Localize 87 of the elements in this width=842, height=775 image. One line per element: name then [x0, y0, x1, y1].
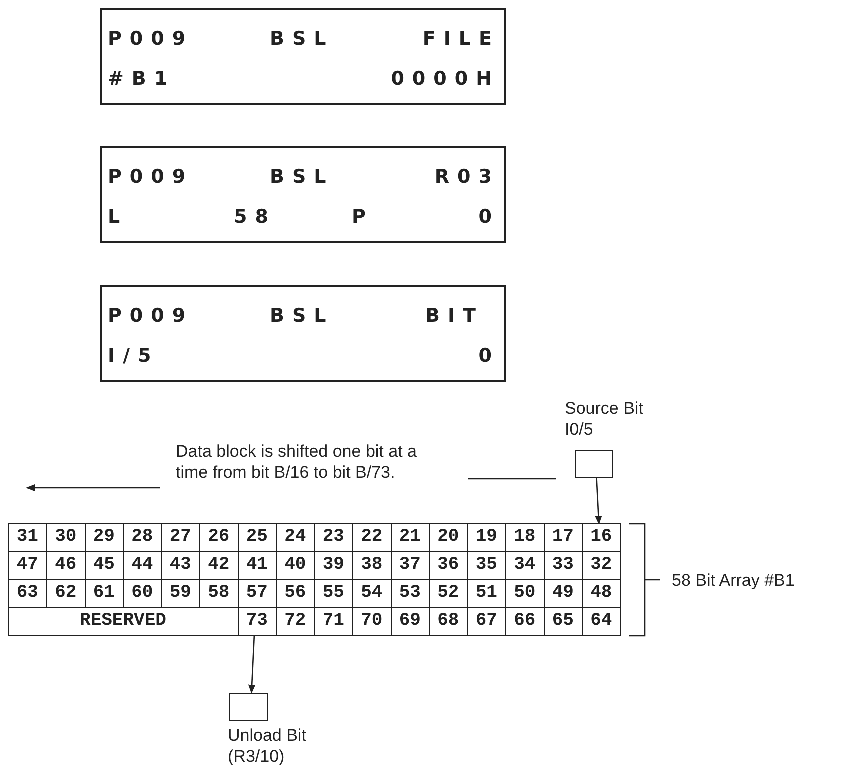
grid-cell: 53	[392, 580, 430, 608]
display-text: BSL	[270, 305, 334, 327]
grid-cell: 23	[315, 524, 354, 552]
grid-cell: 44	[124, 552, 162, 580]
display-text: BIT	[425, 305, 484, 327]
grid-cell: 57	[238, 580, 277, 608]
display-text: BSL	[270, 28, 334, 50]
node-caption: Source Bit I0/5	[565, 398, 644, 440]
grid-cell: 31	[9, 524, 48, 552]
grid-cell: 42	[200, 552, 238, 580]
grid-cell: 52	[430, 580, 468, 608]
display-text: P009	[108, 166, 194, 188]
grid-cell: 69	[392, 608, 430, 636]
grid-cell: 25	[238, 524, 277, 552]
display-text: 0	[478, 345, 500, 367]
bit-box	[575, 450, 613, 478]
grid-cell: 60	[124, 580, 162, 608]
grid-cell: 21	[392, 524, 430, 552]
grid-cell: 54	[353, 580, 392, 608]
grid-cell: 39	[315, 552, 354, 580]
grid-cell: 32	[582, 552, 621, 580]
grid-cell: 51	[468, 580, 506, 608]
grid-cell: 27	[162, 524, 200, 552]
grid-cell: 49	[544, 580, 583, 608]
display-text: L	[108, 206, 128, 228]
grid-cell: 28	[124, 524, 162, 552]
grid-cell: 35	[468, 552, 506, 580]
display-text: #B1	[108, 68, 176, 90]
grid-cell: 48	[582, 580, 621, 608]
display-text: I/5	[108, 345, 160, 367]
grid-cell: 71	[315, 608, 354, 636]
display-text: 58	[234, 206, 276, 228]
grid-cell: 41	[238, 552, 277, 580]
display-text: R03	[434, 166, 500, 188]
grid-cell: 72	[276, 608, 315, 636]
grid-cell: 43	[162, 552, 200, 580]
grid-cell: 17	[544, 524, 583, 552]
grid-cell: 56	[276, 580, 315, 608]
grid-cell: 45	[86, 552, 124, 580]
grid-cell: 63	[9, 580, 48, 608]
grid-cell: 22	[353, 524, 392, 552]
grid-cell: 19	[468, 524, 506, 552]
grid-cell: 70	[353, 608, 392, 636]
grid-cell: 46	[47, 552, 86, 580]
display-text: P009	[108, 28, 194, 50]
display-panel	[100, 8, 506, 105]
grid-cell: 58	[200, 580, 238, 608]
display-text: P	[352, 206, 374, 228]
grid-cell: 18	[506, 524, 544, 552]
grid-cell: 68	[430, 608, 468, 636]
display-text: 0000H	[391, 68, 500, 90]
grid-cell: RESERVED	[9, 608, 238, 636]
grid-cell: 61	[86, 580, 124, 608]
grid-cell: 73	[238, 608, 277, 636]
grid-cell: 26	[200, 524, 238, 552]
display-text: FILE	[422, 28, 500, 50]
display-text: 0	[478, 206, 500, 228]
grid-cell: 33	[544, 552, 583, 580]
grid-cell: 67	[468, 608, 506, 636]
grid-cell: 37	[392, 552, 430, 580]
grid-cell: 24	[276, 524, 315, 552]
node-caption: 58 Bit Array #B1	[672, 570, 796, 591]
display-text: P009	[108, 305, 194, 327]
bit-box	[229, 693, 268, 721]
grid-cell: 38	[353, 552, 392, 580]
grid-cell: 29	[86, 524, 124, 552]
grid-cell: 16	[582, 524, 621, 552]
node-caption: Unload Bit (R3/10)	[228, 725, 308, 767]
grid-cell: 40	[276, 552, 315, 580]
grid-cell: 34	[506, 552, 544, 580]
grid-cell: 30	[47, 524, 86, 552]
display-panel	[100, 285, 506, 382]
grid-cell: 20	[430, 524, 468, 552]
arrow	[248, 636, 256, 694]
grid-cell: 50	[506, 580, 544, 608]
arrow	[595, 478, 602, 525]
grid-cell: 59	[162, 580, 200, 608]
grid-cell: 55	[315, 580, 354, 608]
note-text: Data block is shifted one bit at a time from bit B/16 to bit B/73.	[176, 441, 418, 483]
grid-cell: 47	[9, 552, 48, 580]
grid-cell: 65	[544, 608, 583, 636]
display-panel	[100, 146, 506, 243]
display-text: BSL	[270, 166, 334, 188]
grid-cell: 64	[582, 608, 621, 636]
grid-cell: 62	[47, 580, 86, 608]
grid-cell: 36	[430, 552, 468, 580]
grid-cell: 66	[506, 608, 544, 636]
